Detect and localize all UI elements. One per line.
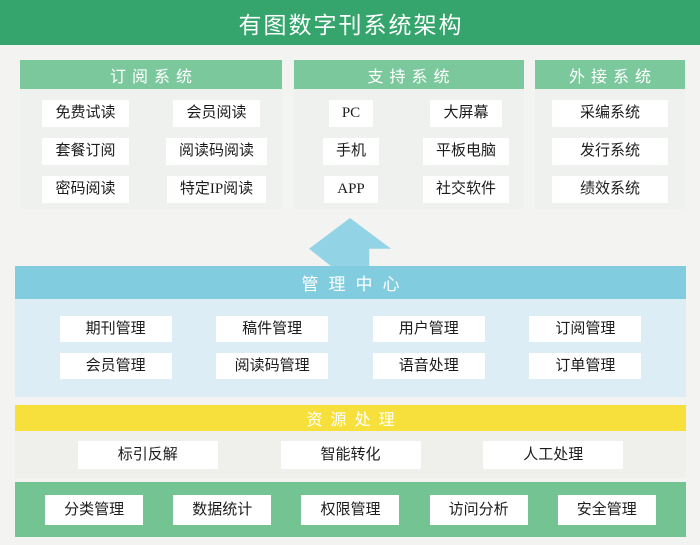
resource-processing-section: 资源处理 标引反解 智能转化 人工处理: [0, 405, 700, 478]
management-item: 语音处理: [372, 353, 485, 379]
management-row: 会员管理 阅读码管理 语音处理 订单管理: [15, 353, 686, 379]
management-item: 会员管理: [59, 353, 172, 379]
base-item: 安全管理: [557, 494, 656, 525]
top-systems-row: 订阅系统 免费试读 会员阅读 套餐订阅 阅读码阅读 密码阅读 特定IP阅读 支持…: [20, 60, 685, 210]
subscription-system-header: 订阅系统: [20, 60, 282, 89]
subscription-item: 阅读码阅读: [165, 138, 267, 165]
management-item: 期刊管理: [59, 316, 172, 342]
flow-arrow-row: [0, 210, 700, 266]
resource-processing-header: 资源处理: [15, 405, 686, 431]
support-item: 平板电脑: [422, 138, 509, 165]
base-item: 分类管理: [45, 494, 144, 525]
subscription-item: 会员阅读: [173, 100, 260, 127]
management-item: 订阅管理: [529, 316, 642, 342]
subscription-item: 密码阅读: [42, 176, 129, 203]
resource-item: 智能转化: [280, 440, 421, 469]
external-item: 发行系统: [552, 138, 668, 165]
external-system-header: 外接系统: [535, 60, 685, 89]
management-item: 订单管理: [529, 353, 642, 379]
management-center-body: 期刊管理 稿件管理 用户管理 订阅管理 会员管理 阅读码管理 语音处理 订单管理: [15, 299, 686, 397]
external-items-grid: 采编系统 发行系统 绩效系统: [535, 89, 685, 203]
support-system-panel: 支持系统 PC 大屏幕 手机 平板电脑 APP 社交软件: [293, 60, 524, 209]
base-services-band: 分类管理 数据统计 权限管理 访问分析 安全管理: [15, 482, 686, 537]
management-row: 期刊管理 稿件管理 用户管理 订阅管理: [15, 316, 686, 342]
subscription-item: 套餐订阅: [42, 138, 129, 165]
support-item: 社交软件: [422, 176, 509, 203]
external-item: 采编系统: [552, 100, 668, 127]
management-item: 阅读码管理: [216, 353, 329, 379]
diagram-title-bar: 有图数字刊系统架构: [0, 0, 700, 45]
support-item: APP: [324, 176, 378, 203]
support-items-grid: PC 大屏幕 手机 平板电脑 APP 社交软件: [294, 89, 524, 203]
subscription-item: 特定IP阅读: [166, 176, 267, 203]
subscription-system-panel: 订阅系统 免费试读 会员阅读 套餐订阅 阅读码阅读 密码阅读 特定IP阅读: [20, 60, 282, 209]
external-item: 绩效系统: [552, 176, 668, 203]
management-item: 用户管理: [372, 316, 485, 342]
management-center-header: 管理中心: [15, 266, 686, 299]
external-system-panel: 外接系统 采编系统 发行系统 绩效系统: [535, 60, 685, 209]
base-item: 数据统计: [173, 494, 272, 525]
diagram-title: 有图数字刊系统架构: [238, 12, 464, 38]
up-arrow-icon: [309, 218, 391, 266]
support-item: PC: [328, 100, 374, 127]
resource-item: 标引反解: [77, 440, 218, 469]
management-center-section: 管理中心 期刊管理 稿件管理 用户管理 订阅管理 会员管理 阅读码管理 语音处理…: [0, 266, 700, 397]
resource-item: 人工处理: [483, 440, 624, 469]
base-item: 访问分析: [429, 494, 528, 525]
subscription-items-grid: 免费试读 会员阅读 套餐订阅 阅读码阅读 密码阅读 特定IP阅读: [20, 89, 282, 203]
support-system-header: 支持系统: [293, 60, 524, 89]
support-item: 大屏幕: [430, 100, 502, 127]
subscription-item: 免费试读: [42, 100, 129, 127]
management-item: 稿件管理: [216, 316, 329, 342]
support-item: 手机: [322, 138, 379, 165]
base-item: 权限管理: [301, 494, 400, 525]
resource-processing-body: 标引反解 智能转化 人工处理: [15, 431, 686, 478]
